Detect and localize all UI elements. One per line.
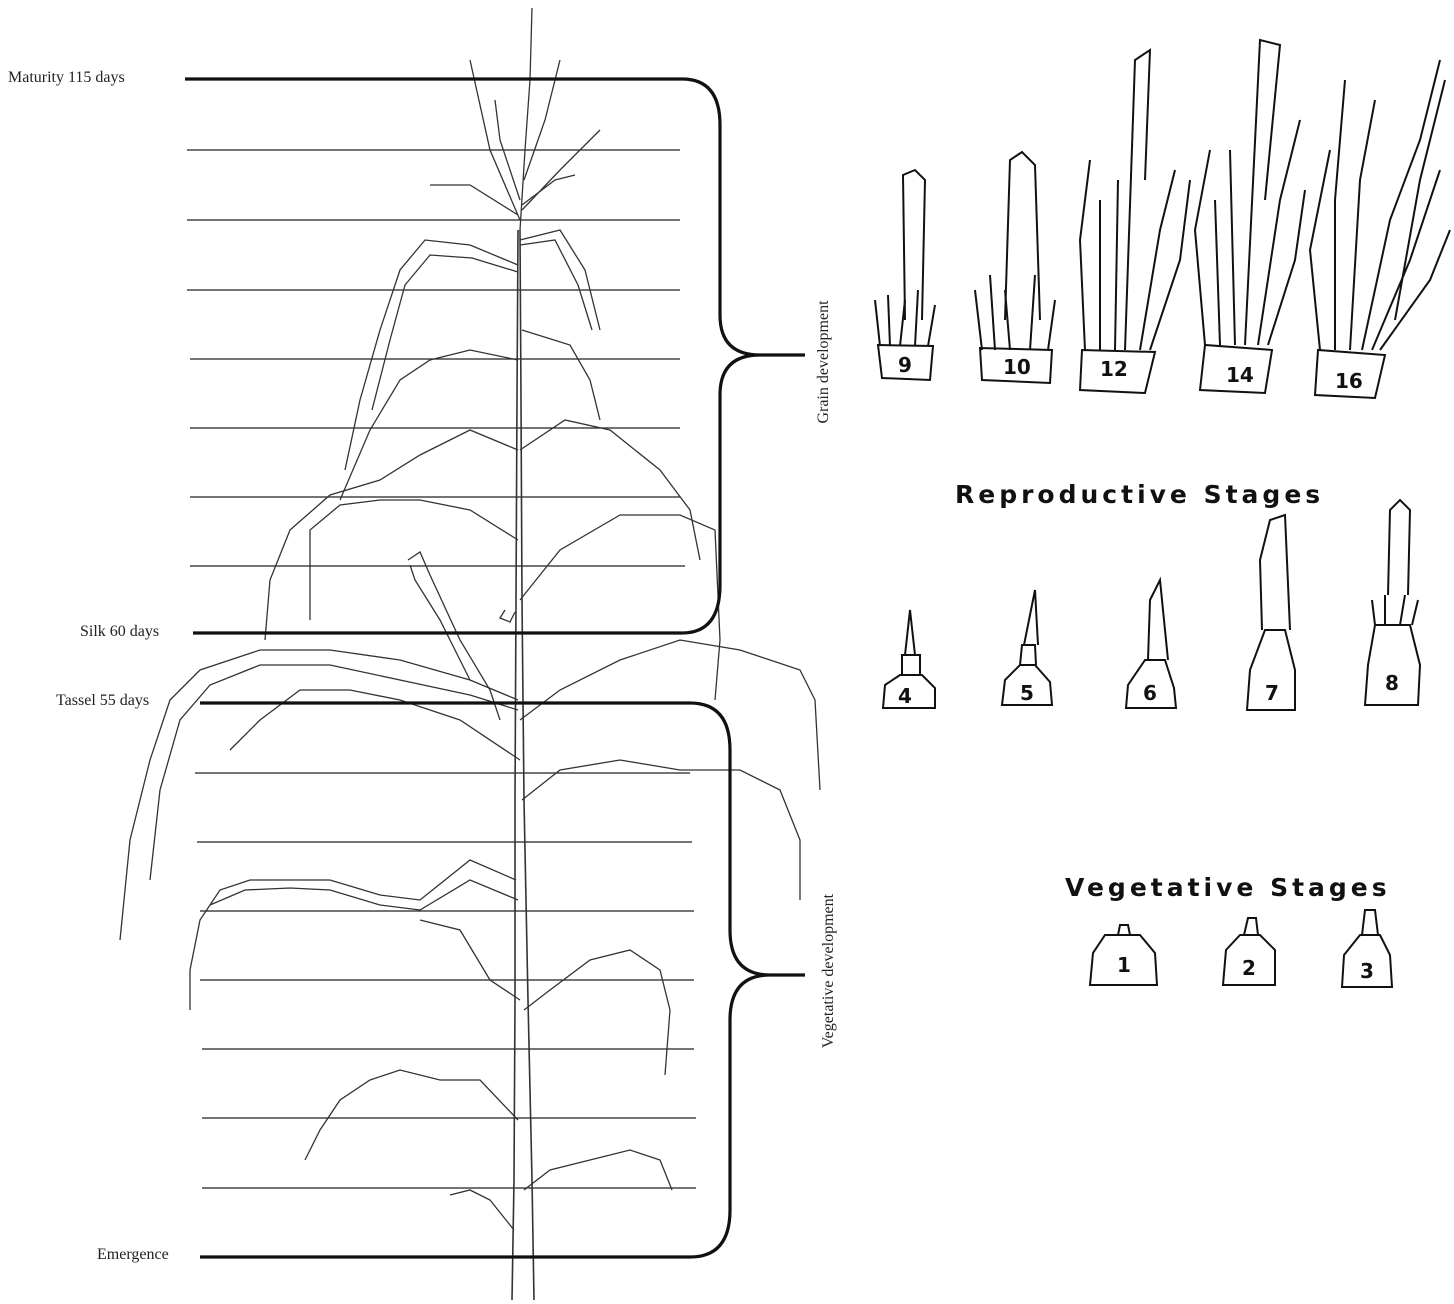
reproductive-stage-sketches bbox=[883, 500, 1420, 710]
grain-development-label: Grain development bbox=[815, 287, 833, 437]
vegetative-development-label: Vegetative development bbox=[820, 881, 838, 1061]
grain-stage-sketches bbox=[875, 40, 1450, 398]
grain-stage-numbers: 9 10 12 14 16 bbox=[898, 353, 1363, 393]
stage-2-number: 2 bbox=[1242, 956, 1256, 980]
stage-5-number: 5 bbox=[1020, 681, 1034, 705]
maturity-label: Maturity 115 days bbox=[8, 69, 125, 87]
vegetative-stage-sketches bbox=[1090, 910, 1392, 987]
reproductive-stages-heading: Reproductive Stages bbox=[955, 480, 1324, 509]
silk-label: Silk 60 days bbox=[80, 623, 159, 641]
stage-14-number: 14 bbox=[1226, 363, 1254, 387]
stage-9-number: 9 bbox=[898, 353, 912, 377]
corn-plant-drawing bbox=[120, 8, 820, 1300]
vegetative-stages-heading: Vegetative Stages bbox=[1065, 873, 1391, 902]
emergence-label: Emergence bbox=[97, 1246, 169, 1264]
stage-16-number: 16 bbox=[1335, 369, 1363, 393]
stage-10-number: 10 bbox=[1003, 355, 1031, 379]
vegetative-brace bbox=[690, 703, 805, 1257]
stage-12-number: 12 bbox=[1100, 357, 1128, 381]
ruled-lines bbox=[187, 150, 696, 1188]
stage-4-number: 4 bbox=[898, 684, 912, 708]
stage-7-number: 7 bbox=[1265, 681, 1279, 705]
reproductive-stage-numbers: 4 5 6 7 8 bbox=[898, 671, 1399, 708]
stage-6-number: 6 bbox=[1143, 681, 1157, 705]
stage-1-number: 1 bbox=[1117, 953, 1131, 977]
tassel-label: Tassel 55 days bbox=[56, 692, 149, 710]
stage-8-number: 8 bbox=[1385, 671, 1399, 695]
stage-3-number: 3 bbox=[1360, 959, 1374, 983]
grain-brace bbox=[682, 79, 805, 633]
